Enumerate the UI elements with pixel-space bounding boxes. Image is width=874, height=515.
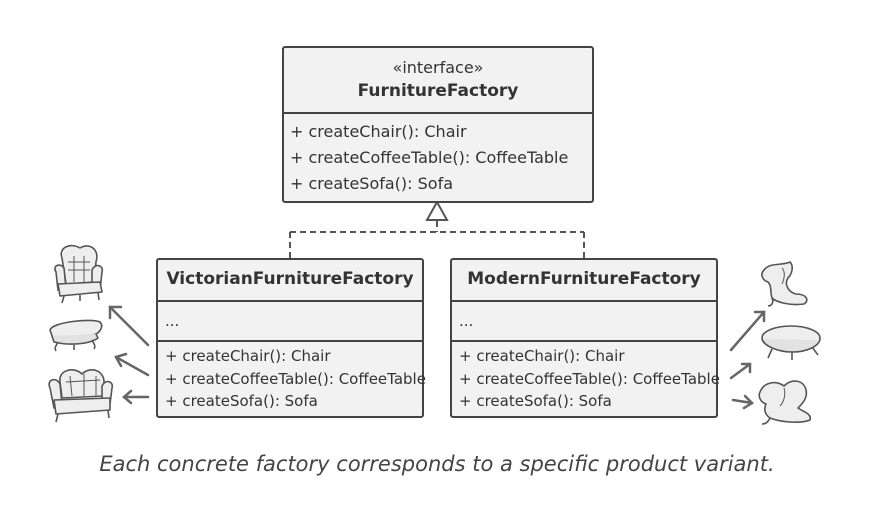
victorian-method: + createChair(): Chair: [165, 347, 331, 365]
modern-coffee-table-icon: [761, 325, 821, 360]
arrow-to-modern-chair-head: [753, 310, 766, 323]
arrow-to-victorian-armchair-head: [108, 305, 123, 320]
modern-methods: + createChair(): Chair + createCoffeeTab…: [452, 340, 720, 413]
interface-name: FurnitureFactory: [357, 81, 519, 101]
victorian-armchair-icon: [54, 244, 104, 304]
victorian-method: + createSofa(): Sofa: [165, 392, 318, 410]
modern-furniture-factory-box: ModernFurnitureFactory ... + createChair…: [450, 258, 720, 418]
arrow-to-victorian-table: [114, 355, 150, 377]
diagram-caption: Each concrete factory corresponds to a s…: [99, 452, 775, 476]
victorian-header: VictorianFurnitureFactory: [158, 260, 422, 300]
modern-fields-ellipsis: ...: [459, 312, 474, 330]
victorian-sofa-icon: [48, 369, 114, 423]
modern-name: ModernFurnitureFactory: [467, 269, 701, 289]
victorian-fields-ellipsis: ...: [165, 312, 180, 330]
arrow-to-modern-sofa: [731, 398, 754, 405]
victorian-name: VictorianFurnitureFactory: [166, 269, 414, 289]
arrow-to-modern-sofa-head: [742, 394, 754, 410]
interface-header: «interface» FurnitureFactory: [284, 48, 592, 112]
modern-chair-icon: [761, 261, 808, 307]
victorian-fields: ...: [158, 300, 422, 340]
interface-method: + createCoffeeTable(): CoffeeTable: [290, 148, 569, 167]
modern-method: + createChair(): Chair: [459, 347, 625, 365]
modern-method: + createCoffeeTable(): CoffeeTable: [459, 369, 720, 388]
arrow-to-modern-table-head: [740, 362, 752, 374]
modern-fields: ...: [452, 300, 716, 340]
modern-sofa-icon: [758, 380, 812, 425]
realization-connector: [289, 221, 585, 258]
victorian-furniture-factory-box: VictorianFurnitureFactory ... + createCh…: [156, 258, 426, 418]
modern-method: + createSofa(): Sofa: [459, 392, 612, 410]
arrow-to-modern-table: [729, 362, 752, 380]
arrow-to-victorian-sofa-head: [122, 389, 133, 405]
interface-method: + createSofa(): Sofa: [290, 174, 454, 193]
interface-methods: + createChair(): Chair + createCoffeeTab…: [284, 112, 592, 197]
modern-header: ModernFurnitureFactory: [452, 260, 716, 300]
victorian-coffee-table-icon: [49, 319, 103, 352]
arrow-to-victorian-armchair: [108, 305, 150, 347]
arrow-to-victorian-table-head: [114, 352, 128, 368]
victorian-methods: + createChair(): Chair + createCoffeeTab…: [158, 340, 426, 413]
modern-product-arrows: [729, 310, 766, 410]
victorian-product-arrows: [108, 305, 150, 405]
hollow-triangle-arrowhead: [425, 199, 449, 221]
interface-stereotype: «interface»: [392, 58, 484, 77]
arrow-to-modern-chair: [729, 310, 766, 352]
interface-method: + createChair(): Chair: [290, 122, 467, 141]
victorian-method: + createCoffeeTable(): CoffeeTable: [165, 369, 426, 388]
interface-furniture-factory-box: «interface» FurnitureFactory + createCha…: [282, 46, 594, 203]
